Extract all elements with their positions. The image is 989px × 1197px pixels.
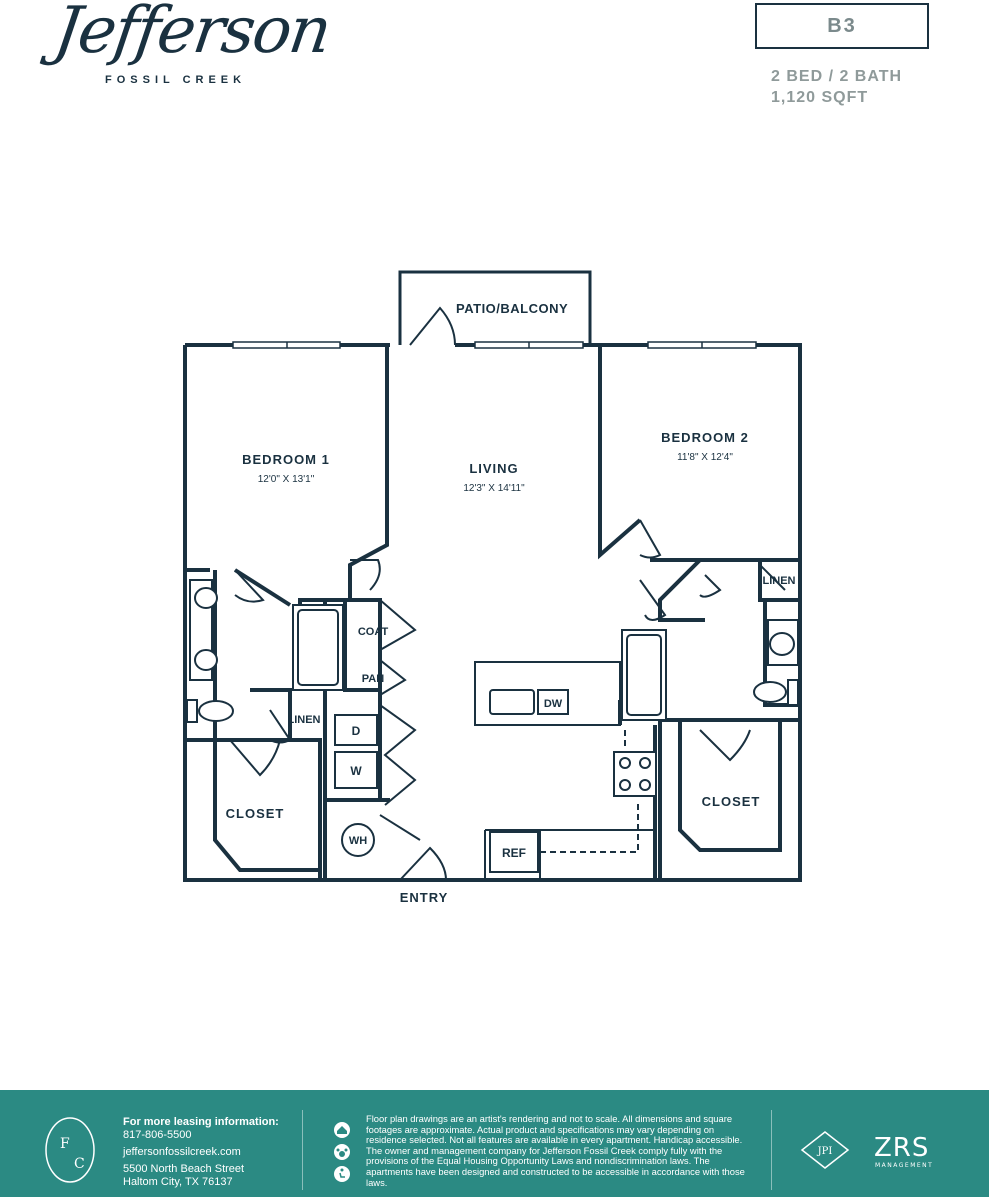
jpi-logo: JPI [800,1131,850,1169]
linen1-label: LINEN [288,714,321,726]
refrigerator-label: REF [502,846,526,860]
bedroom1-dims: 12'0" X 13'1" [258,474,315,485]
washer-label: W [350,764,362,778]
phone[interactable]: 817-806-5500 [123,1129,192,1141]
fc-letter-f: F [60,1136,70,1152]
bedroom2-dims: 11'8" X 12'4" [677,452,733,463]
patio-label: PATIO/BALCONY [456,301,568,316]
living-dims: 12'3" X 14'11" [463,483,525,494]
address-line2: Haltom City, TX 76137 [123,1176,233,1188]
unit-code-badge: B3 [755,3,929,49]
website-link[interactable]: jeffersonfossilcreek.com [123,1146,241,1158]
fc-monogram-icon: F C [45,1117,95,1183]
unit-meta: 2 BED / 2 BATH 1,120 SQFT [771,66,902,108]
entry-label: ENTRY [400,890,449,905]
beds-baths: 2 BED / 2 BATH [771,68,903,85]
leasing-info: For more leasing information: 817-806-55… [123,1116,279,1189]
footer-divider [771,1110,772,1190]
bedroom1-label: BEDROOM 1 [242,452,330,467]
dryer-label: D [352,724,361,738]
closet2-label: CLOSET [702,794,761,809]
pet-friendly-icon [334,1144,350,1160]
coat-label: COAT [358,626,389,638]
address-line1: 5500 North Beach Street [123,1163,245,1175]
jefferson-logo: Jefferson FOSSIL CREEK [50,0,334,95]
equal-housing-icon [334,1122,350,1138]
floor-plan: PATIO/BALCONY BEDROOM 1 12'0" X 13'1" LI… [183,270,802,905]
water-heater-label: WH [349,835,367,847]
pantry-label: PAN [362,673,384,685]
zrs-text: ZRS [874,1134,929,1163]
closet1-label: CLOSET [226,806,285,821]
accessibility-icon [334,1166,350,1182]
disclaimer-text: Floor plan drawings are an artist's rend… [366,1113,745,1188]
leasing-heading: For more leasing information: [123,1116,279,1128]
zrs-subtext: MANAGEMENT [875,1162,933,1169]
square-footage: 1,120 SQFT [771,89,869,106]
living-label: LIVING [469,461,518,476]
footer-divider [302,1110,303,1190]
zrs-logo: ZRS MANAGEMENT [874,1134,933,1169]
bedroom2-label: BEDROOM 2 [661,430,749,445]
jpi-text: JPI [817,1146,833,1157]
logo-subtitle: FOSSIL CREEK [105,74,247,86]
dishwasher-label: DW [544,698,563,710]
linen2-label: LINEN [763,575,796,587]
fc-letter-c: C [74,1156,85,1172]
footer: F C For more leasing information: 817-80… [0,1090,989,1197]
compliance-icons [332,1120,352,1195]
